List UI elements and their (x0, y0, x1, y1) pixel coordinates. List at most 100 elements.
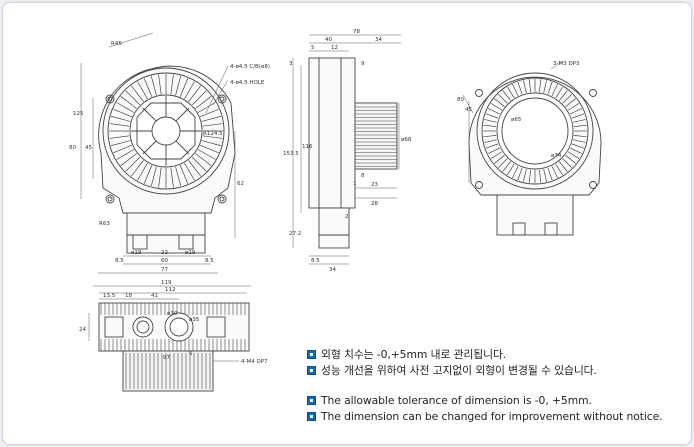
fin-line (191, 156, 207, 172)
fin-line (565, 155, 576, 164)
svg-text:80: 80 (69, 145, 76, 151)
fin-line (175, 75, 182, 96)
fin-line (200, 108, 219, 118)
notes-list: 외형 치수는 -0,+5mm 내로 관리됩니다. 성능 개선을 위하여 사전 고… (307, 346, 687, 424)
back-dim-labels: 3-M3 DP3 80 45 ø65 ø74 (457, 61, 580, 159)
svg-text:8.5: 8.5 (115, 258, 124, 264)
fin-line (547, 167, 553, 181)
svg-text:R124.5: R124.5 (203, 131, 223, 137)
fin-line (109, 123, 130, 127)
fin-line (484, 119, 498, 123)
fin-line (539, 79, 542, 93)
svg-text:4-ø4.5 C/B(ø8): 4-ø4.5 C/B(ø8) (230, 64, 270, 70)
fin-line (158, 74, 162, 95)
fin-line (200, 144, 219, 154)
fin-line (110, 140, 131, 147)
fin-line (528, 169, 531, 183)
svg-text:34: 34 (329, 267, 336, 273)
fin-line (110, 115, 131, 122)
front-dim-labels: R45 4-ø4.5 C/B(ø8) 4-ø4.5 HOLE R124.5 80… (69, 41, 270, 273)
fin-line (512, 165, 519, 179)
fin-line (567, 103, 580, 111)
fin-line (125, 90, 141, 106)
svg-text:62: 62 (237, 181, 244, 187)
fin-line (573, 135, 587, 138)
note-text: 성능 개선을 위하여 사전 고지없이 외형이 변경될 수 있습니다. (321, 364, 597, 377)
svg-text:R45: R45 (111, 41, 122, 47)
fin-line (197, 149, 216, 160)
fin-line (131, 85, 144, 102)
fin-line (502, 90, 511, 101)
fin-line (195, 96, 212, 109)
fin-line (150, 75, 157, 96)
svg-text:2: 2 (345, 214, 349, 220)
fin-line (170, 74, 174, 95)
fin-line (197, 102, 216, 113)
svg-text:ø74: ø74 (551, 153, 562, 159)
back-view (468, 72, 602, 236)
fin-line (484, 139, 498, 143)
fin-line (191, 90, 207, 106)
top-heatsink-fins (125, 353, 211, 389)
fin-line (562, 93, 573, 104)
svg-text:ø65: ø65 (511, 117, 522, 123)
fin-line (507, 163, 515, 176)
note-change-en: The dimension can be changed for improve… (307, 408, 687, 424)
fin-line (116, 102, 135, 113)
square-bullet-icon (307, 365, 316, 375)
fin-line (485, 113, 499, 119)
fin-line (143, 78, 153, 97)
note-text: 외형 치수는 -0,+5mm 내로 관리됩니다. (321, 348, 507, 361)
fin-line (175, 166, 182, 187)
svg-text:5: 5 (311, 45, 315, 51)
svg-text:6: 6 (189, 351, 193, 357)
fin-line (523, 168, 527, 182)
fin-line (573, 124, 587, 127)
fin-line (497, 93, 508, 104)
fin-line (487, 147, 501, 154)
fin-line (201, 115, 222, 122)
fin-line (543, 168, 547, 182)
fin-line (490, 151, 503, 159)
svg-text:60: 60 (161, 258, 168, 264)
fin-line (188, 160, 201, 177)
fin-line (555, 86, 563, 99)
svg-text:40: 40 (325, 37, 332, 43)
svg-text:112: 112 (165, 287, 176, 293)
svg-text:R63: R63 (99, 221, 110, 227)
fin-line (158, 167, 162, 188)
front-view (98, 65, 236, 254)
fin-line (507, 86, 515, 99)
side-fin-array (355, 106, 397, 167)
fin-line (131, 160, 144, 177)
fin-line (528, 79, 531, 93)
fin-line (539, 169, 542, 183)
fin-line (184, 81, 195, 100)
front-fin-array (109, 74, 223, 188)
fin-line (572, 139, 586, 143)
fin-line (201, 140, 222, 147)
square-bullet-icon (307, 411, 316, 421)
svg-text:153.5: 153.5 (283, 151, 299, 157)
square-bullet-icon (307, 349, 316, 359)
svg-text:116: 116 (302, 144, 313, 150)
svg-text:8.5: 8.5 (311, 258, 320, 264)
back-fin-array (483, 79, 587, 183)
svg-text:80: 80 (457, 97, 464, 103)
svg-text:8.5: 8.5 (205, 258, 214, 264)
technical-drawing: R45 4-ø4.5 C/B(ø8) 4-ø4.5 HOLE R124.5 80… (69, 29, 602, 392)
fin-line (143, 165, 153, 184)
svg-text:1: 1 (353, 181, 357, 187)
fin-line (494, 98, 505, 107)
note-text: The allowable tolerance of dimension is … (321, 393, 592, 407)
fin-line (483, 124, 497, 127)
fin-line (137, 162, 148, 181)
svg-text:97: 97 (163, 355, 170, 361)
svg-text:34: 34 (375, 37, 382, 43)
fin-line (202, 123, 223, 127)
note-text: The dimension can be changed for improve… (321, 409, 663, 423)
top-view (98, 302, 250, 392)
fin-line (120, 96, 137, 109)
svg-text:41: 41 (151, 293, 158, 299)
